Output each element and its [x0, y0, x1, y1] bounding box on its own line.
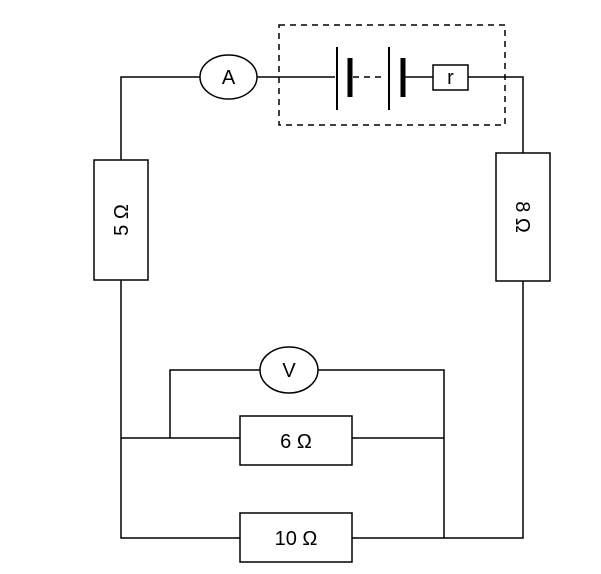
wire-top-left: [120, 76, 200, 160]
voltmeter-label: V: [282, 360, 296, 382]
resistor-5-ohm: 5 Ω: [93, 159, 149, 281]
resistor-10-ohm: 10 Ω: [239, 512, 353, 563]
wire-top-right: [468, 76, 524, 153]
resistor-8-ohm-label: 8 Ω: [511, 201, 533, 233]
wire-voltmeter-right: [318, 369, 445, 538]
resistor-8-ohm-body: [495, 152, 551, 282]
wires: [120, 76, 524, 539]
source-dashed-box: [278, 24, 506, 126]
resistor-6-ohm-body: [239, 415, 353, 466]
resistor-5-ohm-label: 5 Ω: [111, 204, 133, 236]
ammeter-circle: [199, 54, 258, 100]
resistor-10-ohm-body: [239, 512, 353, 563]
voltmeter: V: [259, 346, 319, 394]
ammeter-label: A: [222, 67, 236, 89]
resistor-10-ohm-label: 10 Ω: [275, 528, 318, 550]
wire-voltmeter-left: [169, 369, 260, 438]
wire-left-down: [120, 280, 240, 539]
internal-resistance-label: r: [447, 67, 454, 89]
battery-source: r: [278, 24, 506, 126]
resistor-6-ohm-label: 6 Ω: [280, 431, 312, 453]
resistor-6-ohm: 6 Ω: [239, 415, 353, 466]
resistor-5-ohm-body: [93, 159, 149, 281]
wire-right-down: [352, 281, 524, 539]
voltmeter-circle: [259, 346, 319, 394]
internal-resistor: [432, 64, 469, 91]
resistor-8-ohm: 8 Ω: [495, 152, 551, 282]
ammeter: A: [199, 54, 258, 100]
